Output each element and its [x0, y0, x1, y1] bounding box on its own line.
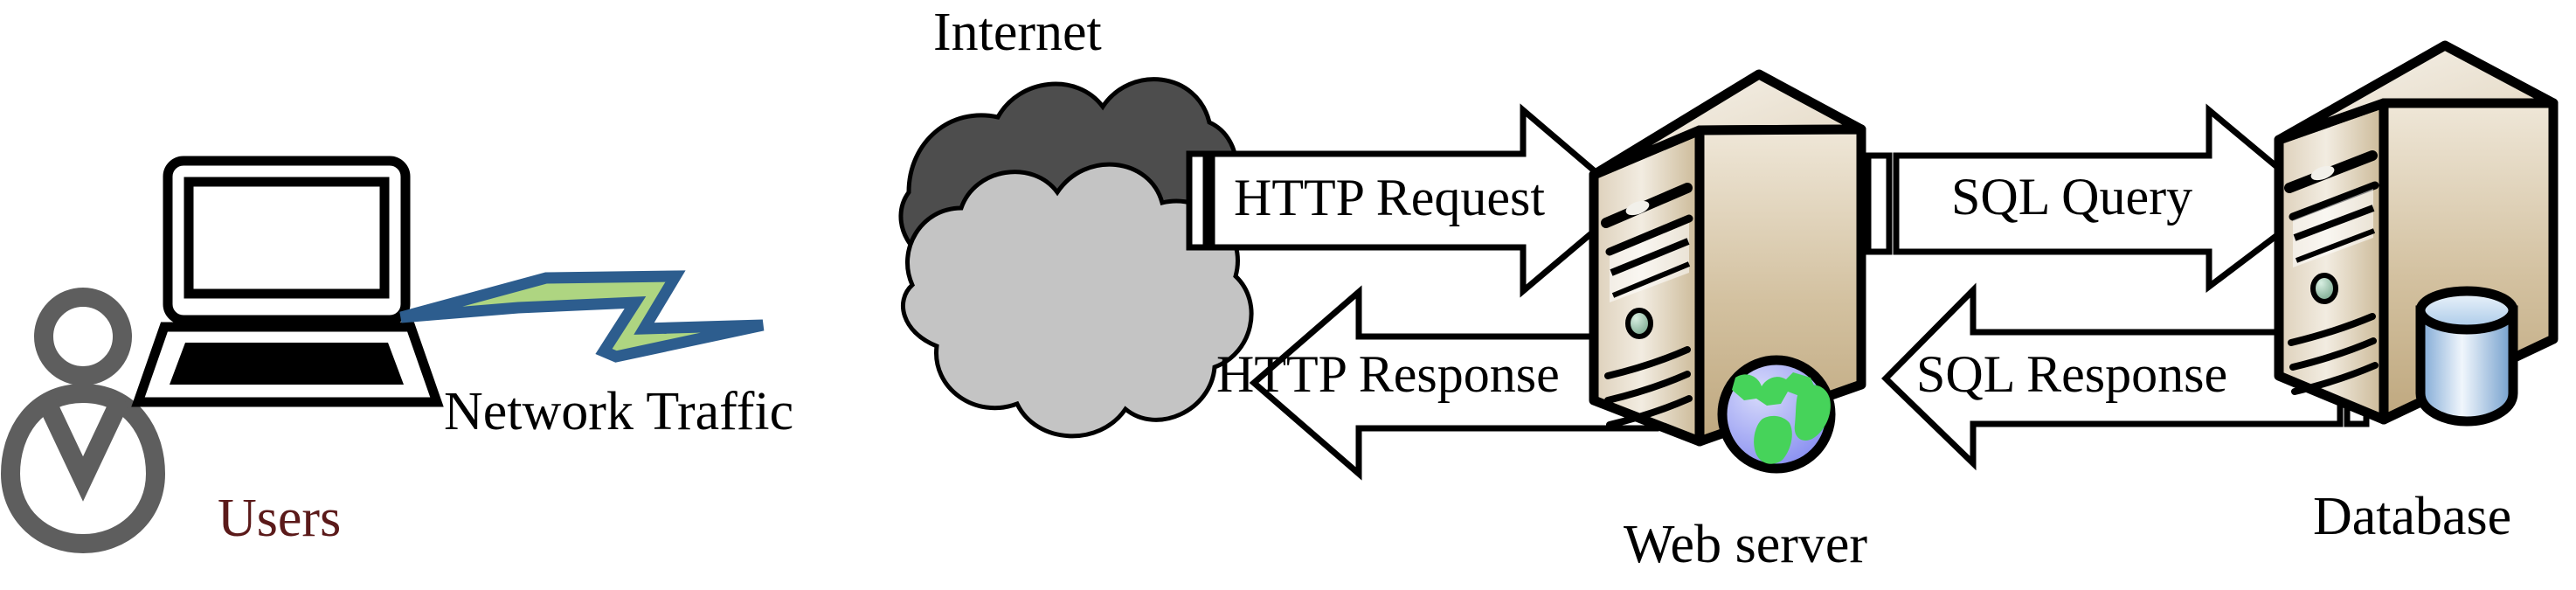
sql-query-arrow — [1865, 103, 2325, 294]
lightning-bolt-icon — [399, 270, 765, 363]
database-label: Database — [2313, 487, 2512, 546]
sql-response-label: SQL Response — [1916, 345, 2228, 403]
http-request-label: HTTP Request — [1234, 169, 1546, 226]
user-person-icon — [0, 288, 166, 554]
internet-label: Internet — [933, 3, 1102, 62]
http-request-arrow — [1186, 103, 1635, 298]
database-cylinder-icon — [2415, 286, 2518, 427]
database-server-icon — [2274, 40, 2559, 427]
http-response-label: HTTP Response — [1216, 345, 1560, 403]
laptop-icon — [131, 156, 444, 407]
users-group — [0, 156, 444, 554]
web-server-label: Web server — [1624, 515, 1868, 574]
web-server-icon — [1589, 69, 1866, 474]
network-traffic-label: Network Traffic — [444, 382, 794, 441]
globe-icon — [1717, 355, 1836, 474]
cloud-light-icon — [900, 162, 1254, 439]
users-label: Users — [218, 489, 342, 548]
sql-query-label: SQL Query — [1951, 168, 2193, 226]
internet-cloud-group — [898, 77, 1254, 439]
